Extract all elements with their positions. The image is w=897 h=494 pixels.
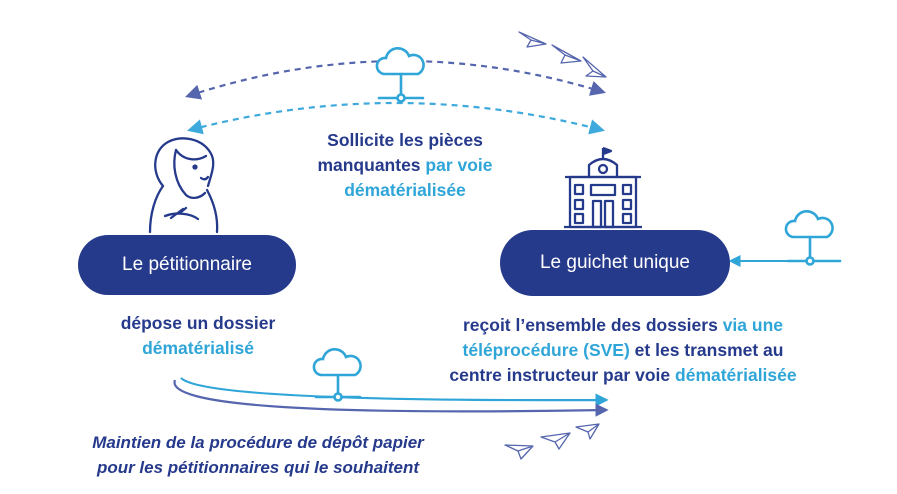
paper-plane-icon: [504, 423, 600, 460]
guichet-description: reçoit l’ensemble des dossiers via une t…: [449, 315, 797, 385]
guichet-unique-label: Le guichet unique: [500, 230, 730, 296]
paper-plane-icon: [518, 31, 607, 78]
paper-procedure-note: Maintien de la procédure de dépôt papier…: [92, 433, 424, 477]
town-hall-icon: [564, 146, 642, 229]
petitioner-description: dépose un dossier dématérialisé: [120, 313, 276, 358]
person-icon: [148, 137, 219, 234]
digital-flow-arrow: [180, 377, 609, 407]
paper-flow-arrow: [173, 379, 609, 417]
inner-dashed-arrow: [187, 101, 605, 135]
cloud-network-icon: [784, 209, 842, 266]
petitioner-label: Le pétitionnaire: [78, 235, 296, 295]
request-missing-documents-text: Sollicite les pièces manquantes par voie…: [317, 130, 493, 200]
cloud-network-icon: [375, 46, 425, 103]
cloud-network-icon: [312, 347, 362, 402]
